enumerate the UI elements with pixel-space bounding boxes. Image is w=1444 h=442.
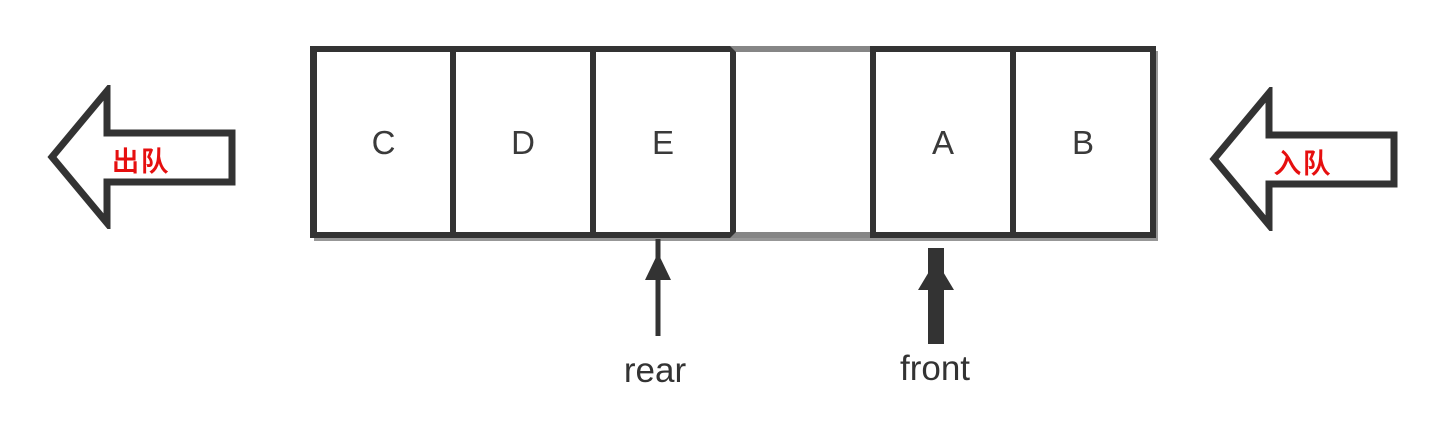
front-label: front [899, 349, 971, 388]
up-arrow-icon [645, 239, 671, 336]
enqueue-label: 入队 [1274, 148, 1332, 179]
cell-value: D [511, 123, 535, 161]
cell-value: C [371, 123, 396, 161]
rear-pointer [645, 239, 671, 336]
queue-cell-b: B [1010, 46, 1156, 238]
dequeue-arrow: 出队 [46, 85, 236, 229]
left-block-arrow-icon [1209, 87, 1398, 231]
cell-value: B [1071, 123, 1094, 161]
queue-cell-d: D [450, 46, 596, 238]
queue-cell-e: E [590, 46, 736, 238]
front-pointer [918, 248, 954, 344]
enqueue-arrow: 入队 [1208, 87, 1398, 231]
queue-cell-a: A [870, 46, 1016, 238]
dequeue-label: 出队 [112, 146, 170, 177]
up-arrow-icon [918, 248, 954, 344]
queue-cell-c: C [310, 46, 456, 238]
rear-label: rear [623, 351, 687, 390]
cell-value: E [651, 123, 674, 161]
left-block-arrow-icon [47, 85, 236, 229]
queue-array: C D E A B [310, 46, 1156, 238]
cell-value: A [931, 123, 954, 161]
queue-cell-empty [730, 46, 876, 238]
